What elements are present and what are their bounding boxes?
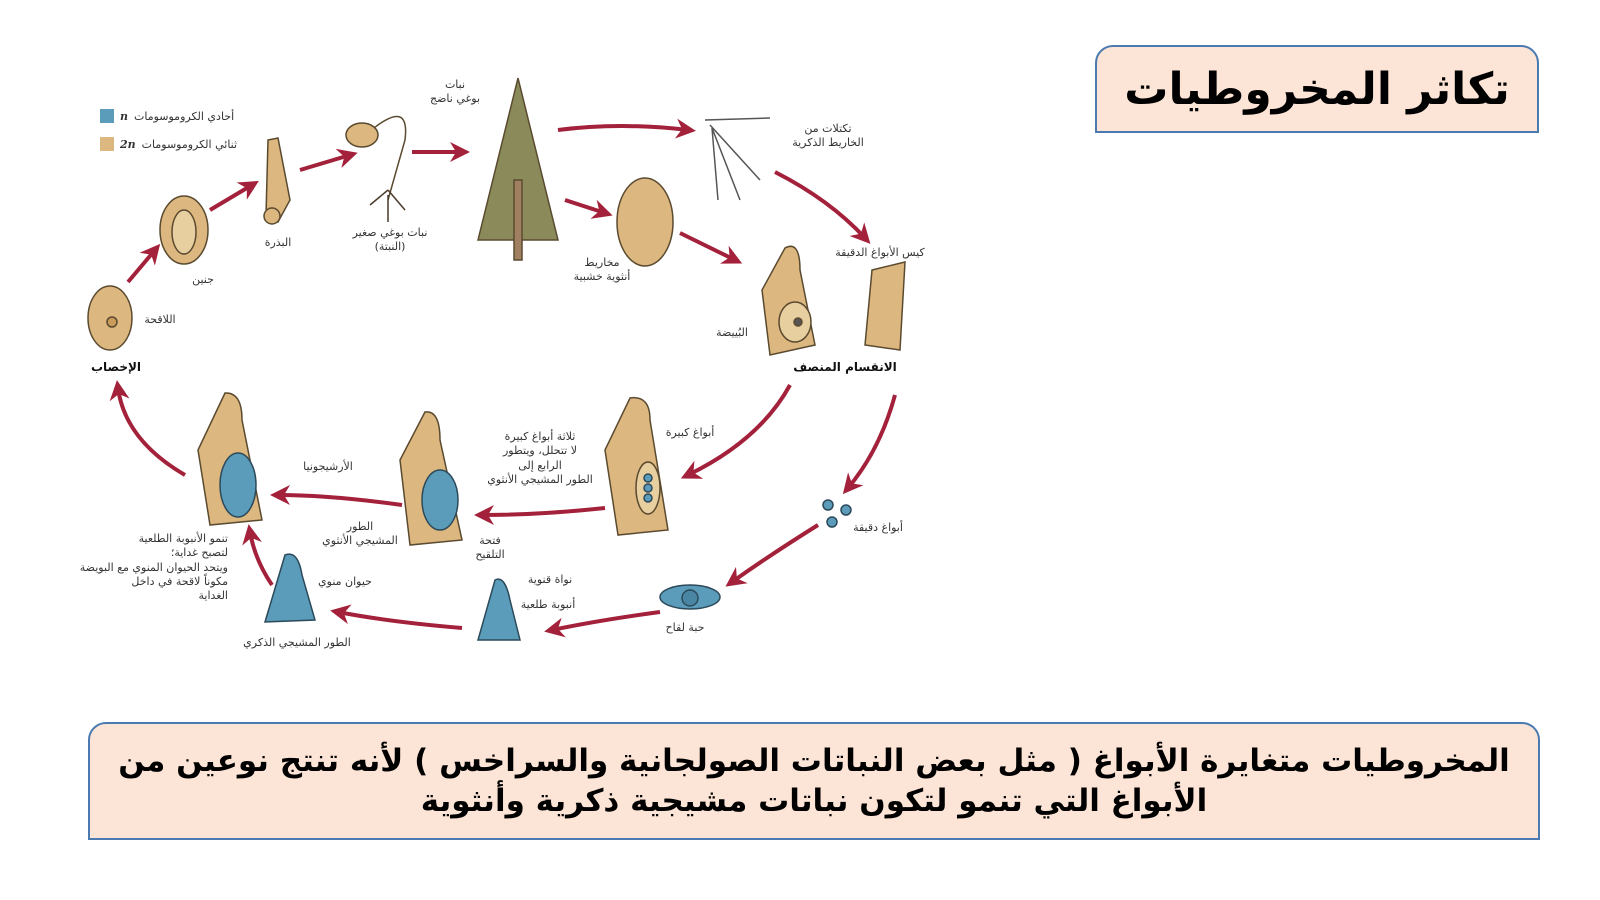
label-fertilization-note: تنمو الأنبوبة الطلعية لتصبح غداية؛ ويتحد…: [79, 532, 228, 603]
label-archegonia: الأرشيجونيا: [303, 460, 353, 473]
diploid-swatch: [100, 137, 114, 151]
seedling-shape: [345, 122, 379, 148]
conifer-life-cycle-diagram: [87, 77, 906, 641]
arrow-seed-seedling: [299, 148, 358, 172]
arrow-femalegam-archegonia: [270, 485, 403, 507]
label-mature-sporophyte: نبات بوغي ناضج: [429, 78, 481, 106]
arrow-pollen-tube: [544, 610, 661, 638]
arrow-embryo-seed: [208, 180, 259, 212]
label-ovule: البُييضة: [716, 326, 748, 339]
label-female-gametophyte: الطور المشيجي الأنثوي: [322, 520, 398, 548]
label-male-gametophyte: الطور المشيجي الذكري: [243, 636, 351, 649]
female-cone-shape: [616, 177, 674, 267]
label-megaspore-note: ثلاثة أبواغ كبيرة لا تتحلل، ويتطور الراب…: [487, 430, 593, 486]
label-pollen-grain: حبة لقاح: [665, 621, 705, 634]
diploid-label: ثنائي الكروموسومات: [141, 137, 238, 151]
label-microspores: أبواغ دقيقة: [853, 521, 903, 534]
haploid-label: أحادي الكروموسومات: [134, 109, 235, 123]
label-embryo: جنين: [192, 273, 214, 286]
haploid-symbol: n: [120, 109, 128, 123]
label-tube-nucleus: نواة قنوية: [527, 573, 573, 586]
slide-title: تكاثر المخروطيات: [1124, 63, 1510, 115]
label-male-cones: تكتلات من الخاريط الذكرية: [792, 122, 864, 150]
title-box: تكاثر المخروطيات: [1095, 45, 1539, 133]
cycle-arrows: [109, 118, 897, 638]
label-micropyle: فتحة التلقيح: [475, 534, 505, 562]
arrow-malegam-archegonia: [242, 524, 274, 587]
label-meiosis: الانقسام المنصف: [793, 360, 897, 374]
arrow-tree-femalecone: [564, 198, 613, 219]
label-pollen-tube: أنبوبة طلعية: [520, 598, 576, 611]
arrow-meiosis-megaspores: [680, 384, 792, 479]
label-seed: البذرة: [264, 236, 292, 249]
arrow-to-fertilization: [109, 380, 187, 477]
description-box: المخروطيات متغايرة الأبواغ ( مثل بعض الن…: [88, 722, 1540, 840]
male-gametophyte-shape: [263, 553, 316, 623]
arrow-femalecone-ovule: [679, 231, 743, 264]
label-zygote: اللاقحة: [144, 313, 176, 326]
megaspore-ovule-shape: [604, 396, 669, 536]
label-sperm: حيوان منوي: [318, 575, 372, 588]
arrow-microspore-pollen: [725, 523, 820, 587]
arrow-meiosis-microspores: [842, 394, 897, 495]
description-text: المخروطيات متغايرة الأبواغ ( مثل بعض الن…: [118, 742, 1510, 819]
label-seedling: نبات بوغي صغير (النبتة): [352, 226, 428, 254]
legend-haploid: n أحادي الكروموسومات: [100, 109, 234, 123]
male-cones-shape: [704, 117, 771, 201]
arrow-megaspore-femalegam: [474, 504, 606, 525]
microsporangium-shape: [864, 261, 906, 351]
arrow-tree-malecone: [557, 118, 696, 139]
arrow-malecone-sac: [774, 170, 871, 244]
female-gametophyte-shape: [421, 469, 459, 531]
arrow-zygote-embryo: [126, 243, 161, 284]
label-female-cones: مخاريط أنثوية خشبية: [573, 256, 631, 284]
label-microsporangium: كيس الأبواغ الدقيقة: [835, 246, 925, 259]
haploid-swatch: [100, 109, 114, 123]
legend-diploid: 2n ثنائي الكروموسومات: [100, 137, 237, 151]
label-megaspores: أبواغ كبيرة: [665, 426, 715, 439]
diploid-symbol: 2n: [120, 137, 136, 151]
seed-shape: [265, 137, 291, 224]
archegonia-shape: [219, 452, 257, 518]
arrow-tube-malegam: [330, 604, 463, 630]
label-fertilization: الإخصاب: [90, 360, 142, 374]
pollen-tube-shape: [477, 578, 521, 641]
